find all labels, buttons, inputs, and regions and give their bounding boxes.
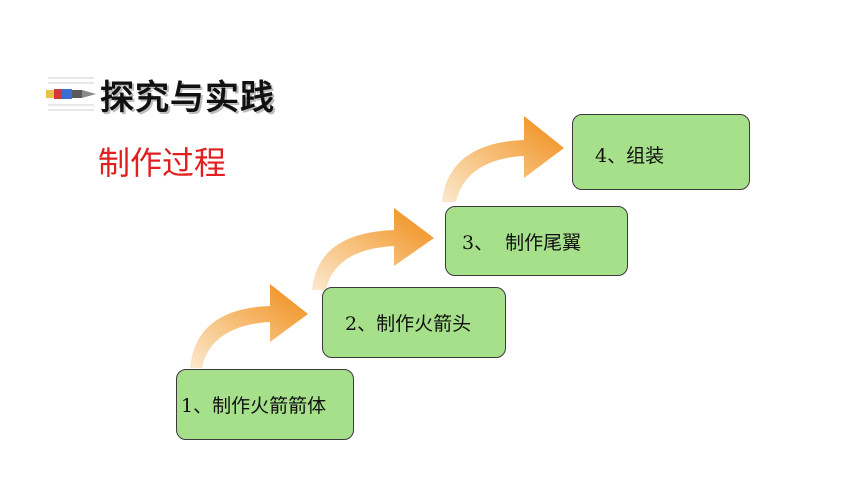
step-box-3: 3、 制作尾翼 bbox=[445, 206, 628, 276]
step-label: 1、制作火箭箭体 bbox=[181, 395, 327, 417]
step-arrow-1 bbox=[190, 284, 308, 368]
step-label: 2、制作火箭头 bbox=[345, 313, 472, 335]
process-subtitle: 制作过程 bbox=[98, 144, 227, 182]
step-arrow-2 bbox=[312, 208, 434, 290]
step-box-1: 1、制作火箭箭体 bbox=[176, 369, 354, 440]
step-box-4: 4、组装 bbox=[572, 114, 750, 190]
rocket-icon bbox=[46, 77, 96, 111]
step-label: 3、 制作尾翼 bbox=[462, 231, 582, 254]
step-box-2: 2、制作火箭头 bbox=[322, 287, 506, 358]
section-title: 探究与实践 bbox=[100, 78, 275, 118]
step-label: 4、组装 bbox=[595, 145, 665, 167]
step-arrow-3 bbox=[442, 116, 564, 202]
